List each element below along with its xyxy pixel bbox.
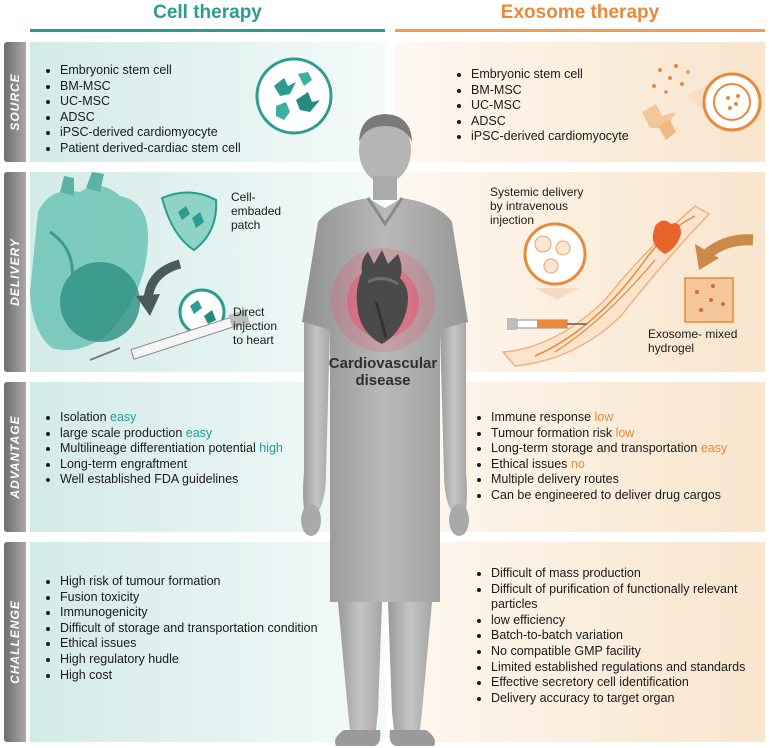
list-item: Difficult of purification of functionall…	[491, 582, 756, 613]
direct-injection-label: Direct injection to heart	[233, 305, 277, 347]
list-item: Can be engineered to deliver drug cargos	[491, 488, 727, 504]
injection-line-1: Direct	[233, 305, 265, 319]
list-item: Fusion toxicity	[60, 590, 330, 606]
cardiovascular-disease-label: Cardiovascular disease	[318, 355, 448, 389]
injection-line-2: injection	[233, 319, 278, 333]
row-tab-challenge: CHALLENGE	[4, 542, 26, 742]
list-item: Tumour formation risk low	[491, 426, 727, 442]
list-item: large scale production easy	[60, 426, 283, 442]
systemic-delivery-label: Systemic delivery by intravenous injecti…	[490, 185, 583, 227]
row-tab-advantage: ADVANTAGE	[4, 382, 26, 532]
exosome-challenge-band	[395, 542, 765, 742]
list-item: Patient derived-cardiac stem cell	[60, 141, 241, 157]
list-item: low efficiency	[491, 613, 756, 629]
list-item: BM-MSC	[60, 79, 241, 95]
list-item: BM-MSC	[471, 83, 629, 99]
highlight-word: high	[259, 441, 283, 456]
row-label-source: SOURCE	[8, 73, 22, 131]
hydrogel-line-2: hydrogel	[648, 341, 695, 355]
list-item: Multilineage differentiation potential h…	[60, 441, 283, 457]
patch-line-3: patch	[231, 218, 261, 232]
list-item: Embryonic stem cell	[60, 63, 241, 79]
list-item: Immune response low	[491, 410, 727, 426]
cell-source-list: Embryonic stem cell BM-MSC UC-MSC ADSC i…	[44, 63, 241, 157]
exosome-challenge-list: Difficult of mass production Difficult o…	[475, 566, 756, 706]
highlight-word: easy	[185, 425, 213, 440]
list-item: Delivery accuracy to target organ	[491, 691, 756, 707]
highlight-word: low	[615, 425, 635, 440]
list-item: iPSC-derived cardiomyocyte	[60, 125, 241, 141]
cell-header-underline	[30, 29, 385, 32]
list-item: Multiple delivery routes	[491, 472, 727, 488]
exosome-delivery-illustration	[501, 205, 754, 367]
list-item: No compatible GMP facility	[491, 644, 756, 660]
exosome-source-list: Embryonic stem cell BM-MSC UC-MSC ADSC i…	[455, 67, 629, 145]
list-item: Embryonic stem cell	[471, 67, 629, 83]
patient-silhouette	[301, 114, 469, 746]
row-tab-source: SOURCE	[4, 42, 26, 162]
row-tab-delivery: DELIVERY	[4, 172, 26, 372]
disease-line-2: disease	[355, 372, 411, 389]
list-item: Difficult of mass production	[491, 566, 756, 582]
list-item: UC-MSC	[471, 98, 629, 114]
highlight-word: easy	[110, 410, 137, 424]
list-item: ADSC	[60, 110, 241, 126]
list-item: Immunogenicity	[60, 605, 330, 621]
row-label-advantage: ADVANTAGE	[8, 415, 22, 499]
systemic-line-1: Systemic delivery	[490, 185, 584, 199]
highlight-word: no	[570, 456, 585, 471]
systemic-line-3: injection	[490, 213, 535, 227]
exosome-header-underline	[395, 29, 765, 32]
hydrogel-label: Exosome- mixed hydrogel	[648, 327, 737, 355]
cell-challenge-list: High risk of tumour formation Fusion tox…	[44, 574, 330, 683]
highlight-word: low	[594, 410, 614, 424]
list-item: Effective secretory cell identification	[491, 675, 756, 691]
list-item: Ethical issues	[60, 636, 330, 652]
list-item: High risk of tumour formation	[60, 574, 330, 590]
disease-line-1: Cardiovascular	[328, 355, 438, 372]
exosome-therapy-header: Exosome therapy	[500, 2, 660, 23]
stem-cells-icon	[255, 57, 333, 135]
cell-delivery-illustration	[30, 172, 250, 361]
cell-patch-label: Cell- embaded patch	[231, 190, 281, 232]
list-item: UC-MSC	[60, 94, 241, 110]
systemic-line-2: by intravenous	[490, 199, 569, 213]
list-item: Batch-to-batch variation	[491, 628, 756, 644]
list-item: High cost	[60, 668, 330, 684]
list-item: Ethical issues no	[491, 457, 727, 473]
highlight-word: easy	[700, 441, 728, 456]
cell-challenge-band	[30, 542, 385, 742]
cell-advantage-list: Isolation easy large scale production ea…	[44, 410, 283, 488]
exosome-advantage-list: Immune response low Tumour formation ris…	[475, 410, 727, 504]
row-label-challenge: CHALLENGE	[8, 600, 22, 684]
list-item: Well established FDA guidelines	[60, 472, 283, 488]
list-item: Limited established regulations and stan…	[491, 660, 756, 676]
patch-line-1: Cell-	[231, 190, 256, 204]
list-item: Isolation easy	[60, 410, 283, 426]
list-item: ADSC	[471, 114, 629, 130]
cell-therapy-header: Cell therapy	[153, 2, 262, 23]
list-item: Long-term storage and transportation eas…	[491, 441, 727, 457]
row-label-delivery: DELIVERY	[8, 238, 22, 306]
injection-line-3: to heart	[233, 333, 274, 347]
list-item: iPSC-derived cardiomyocyte	[471, 129, 629, 145]
list-item: Long-term engraftment	[60, 457, 283, 473]
list-item: High regulatory hudle	[60, 652, 330, 668]
hydrogel-line-1: Exosome- mixed	[648, 327, 738, 341]
exosome-vesicle-icon	[642, 64, 762, 140]
patch-line-2: embaded	[231, 204, 282, 218]
list-item: Difficult of storage and transportation …	[60, 621, 330, 637]
